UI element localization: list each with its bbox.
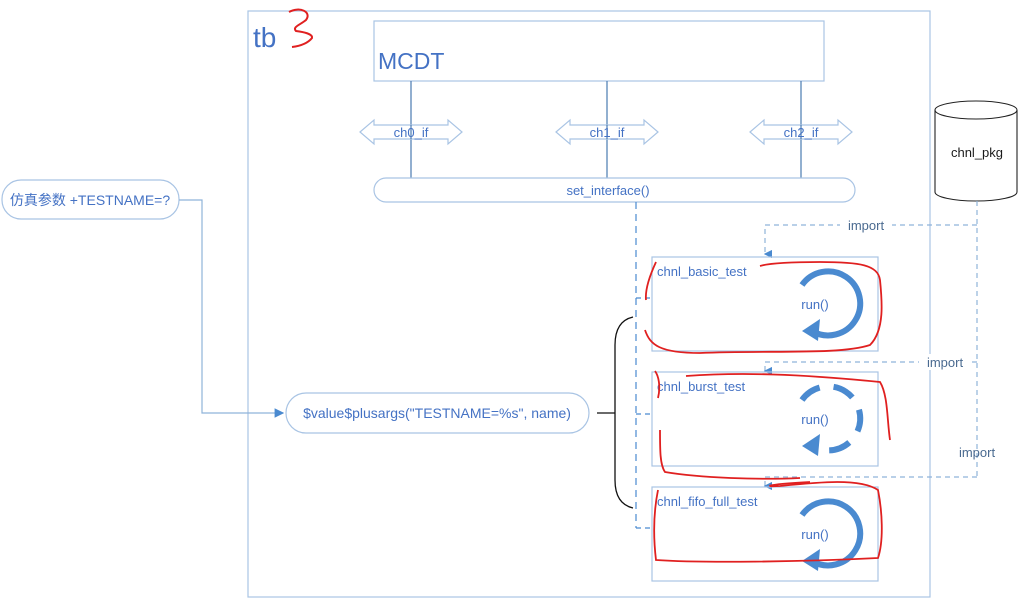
import-label-basic: import [848, 218, 885, 233]
dut-box[interactable] [373, 20, 825, 82]
test-name: chnl_basic_test [657, 264, 747, 279]
interface-2[interactable]: ch2_if [749, 118, 853, 146]
run-loop-icon [799, 383, 864, 454]
set-interface-block[interactable]: set_interface() [373, 177, 856, 203]
tb-frame: tb [247, 8, 931, 598]
pkg-label: chnl_pkg [951, 145, 1003, 160]
test-block-chnl-basic-test[interactable]: chnl_basic_test run() [651, 256, 879, 352]
import-label-fifo: import [959, 445, 996, 460]
annotation-circle-burst [654, 370, 891, 480]
run-label: run() [801, 527, 828, 542]
run-loop-icon [799, 268, 864, 339]
run-label: run() [801, 412, 828, 427]
import-line-basic [763, 224, 977, 259]
test-block-chnl-burst-test[interactable]: chnl_burst_test run() [651, 371, 879, 467]
plusargs-block[interactable]: $value$plusargs("TESTNAME=%s", name) [285, 392, 590, 434]
sim-param-block[interactable]: 仿真参数 +TESTNAME=? [1, 179, 180, 220]
annotation-circle-basic [644, 261, 883, 354]
interface-label: ch0_if [394, 125, 429, 140]
tb-title: tb [253, 22, 276, 53]
test-block-chnl-fifo-full-test[interactable]: chnl_fifo_full_test run() [651, 486, 879, 582]
import-label-burst: import [927, 355, 964, 370]
import-line-fifo [763, 476, 977, 491]
interface-label: ch1_if [590, 125, 625, 140]
tb-frame-border [247, 10, 931, 598]
run-loop-icon [799, 498, 864, 569]
annotation-scribble [288, 8, 314, 48]
test-name: chnl_burst_test [657, 379, 746, 394]
run-label: run() [801, 297, 828, 312]
interface-0[interactable]: ch0_if [359, 118, 463, 146]
test-select-brace [614, 316, 634, 509]
test-name: chnl_fifo_full_test [657, 494, 758, 509]
import-line-burst [763, 361, 977, 376]
plusargs-label: $value$plusargs("TESTNAME=%s", name) [303, 405, 571, 421]
set-interface-box[interactable] [373, 177, 856, 203]
dut-label: MCDT [378, 48, 444, 74]
sim-param-label: 仿真参数 +TESTNAME=? [10, 192, 170, 208]
import-label-bg-burst [919, 354, 971, 370]
test-box[interactable] [651, 486, 879, 582]
annotation-circle-fifo [653, 481, 883, 563]
interface-label: ch2_if [784, 125, 819, 140]
plusargs-box[interactable] [285, 392, 590, 434]
pkg-cylinder-top [934, 100, 1018, 120]
interface-1[interactable]: ch1_if [555, 118, 659, 146]
sim-param-to-plusargs-arrow [179, 199, 285, 418]
run-loop-arrowhead-icon [802, 434, 820, 456]
run-loop-arrowhead-icon [802, 319, 820, 341]
chnl-pkg-block[interactable]: chnl_pkg [934, 100, 1018, 202]
dut-block[interactable]: MCDT [373, 20, 825, 82]
annotation-layer [644, 261, 891, 563]
test-box[interactable] [651, 371, 879, 467]
set-interface-label: set_interface() [566, 183, 649, 198]
pkg-cylinder-body [934, 110, 1018, 202]
import-label-bg-basic [840, 217, 892, 233]
